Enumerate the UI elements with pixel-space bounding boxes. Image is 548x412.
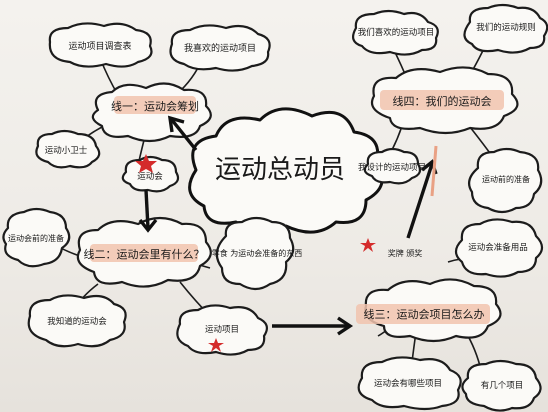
my-items-cloud	[363, 147, 422, 185]
rules-cloud	[463, 3, 548, 54]
star-marks	[135, 154, 376, 352]
note-my-favorite-items: 我们喜欢的运动项目	[358, 27, 435, 38]
favorite-cloud	[169, 24, 271, 72]
note-guard: 运动小卫士	[45, 145, 88, 156]
note-prep-items: 运动会准备用品	[468, 242, 528, 253]
sports-items-cloud	[176, 304, 268, 356]
note-survey: 运动项目调查表	[68, 40, 131, 52]
star-icon	[360, 238, 376, 252]
which-items-cloud	[357, 356, 462, 411]
note-prep-left: 运动会前的准备	[8, 233, 64, 243]
note-meet: 运动会	[137, 171, 163, 182]
center-cloud	[188, 107, 384, 234]
snack-cloud	[215, 216, 295, 291]
note-count: 有几个项目	[481, 380, 524, 391]
note-snack: 零食 为运动会准备的东西	[212, 248, 303, 258]
line3-label: 线三：运动会项目怎么办	[364, 307, 485, 321]
prep-items-cloud	[454, 218, 544, 278]
line1-label: 线一：运动会筹划	[111, 99, 199, 113]
my-favorite-items-cloud	[351, 9, 439, 56]
survey-cloud	[48, 22, 153, 68]
line4-label: 线四：我们的运动会	[393, 94, 492, 108]
my-meet-cloud	[27, 294, 127, 348]
prep-left-cloud	[2, 207, 71, 268]
flow-arrows	[138, 115, 438, 336]
star-icon	[135, 154, 157, 173]
note-prep-right: 运动前的准备	[482, 174, 530, 184]
note-my-meet: 我知道的运动会	[47, 316, 107, 327]
note-sports-items: 运动项目	[205, 324, 239, 335]
count-cloud	[461, 359, 542, 412]
star-icon	[208, 338, 224, 352]
guard-cloud	[35, 129, 101, 169]
note-rules: 我们的运动规则	[476, 22, 536, 33]
note-which-items: 运动会有哪些项目	[374, 378, 442, 389]
line2-label: 线二：运动会里有什么？	[84, 247, 205, 261]
note-reward: 奖牌 颁奖	[388, 248, 423, 258]
center-title: 运动总动员	[215, 155, 345, 185]
prep-right-cloud	[467, 147, 543, 214]
meet-cloud	[121, 155, 180, 193]
note-my-items: 我设计的运动项目	[358, 162, 426, 173]
note-favorite: 我喜欢的运动项目	[184, 42, 256, 54]
